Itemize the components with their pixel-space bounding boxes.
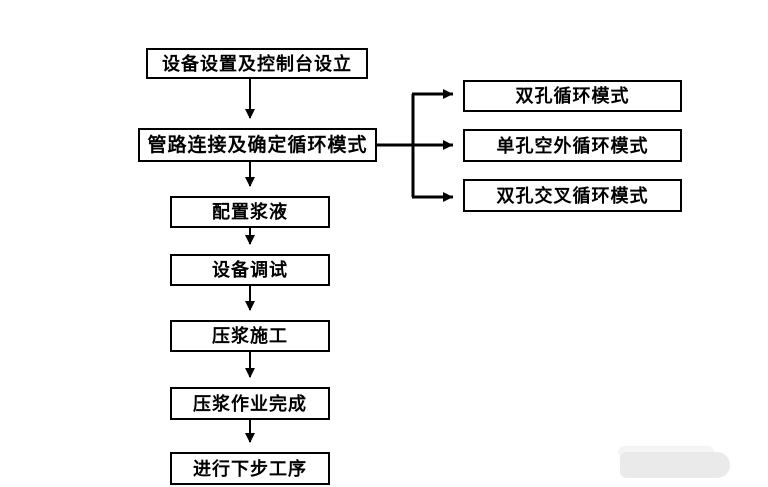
node-equipment-debug: 设备调试	[170, 254, 330, 286]
node-mode-double-hole-cross-label: 双孔交叉循环模式	[496, 185, 649, 206]
node-mode-single-hole-outside-label: 单孔空外循环模式	[496, 135, 649, 156]
node-grouting-work-label: 压浆施工	[212, 326, 288, 346]
node-pipe-connect-label: 管路连接及确定循环模式	[147, 134, 368, 156]
node-grouting-done: 压浆作业完成	[170, 387, 330, 420]
node-mode-double-hole: 双孔循环模式	[463, 80, 682, 112]
node-next-process: 进行下步工序	[170, 452, 330, 485]
node-slurry-mix-label: 配置浆液	[212, 202, 288, 222]
node-slurry-mix: 配置浆液	[170, 196, 330, 228]
node-mode-double-hole-cross: 双孔交叉循环模式	[463, 179, 682, 212]
edge-branch-trunk	[377, 94, 415, 197]
node-setup-label: 设备设置及控制台设立	[162, 53, 352, 74]
node-setup: 设备设置及控制台设立	[146, 48, 368, 79]
node-pipe-connect: 管路连接及确定循环模式	[138, 128, 377, 162]
node-next-process-label: 进行下步工序	[193, 458, 307, 479]
node-mode-single-hole-outside: 单孔空外循环模式	[463, 129, 682, 162]
node-mode-double-hole-label: 双孔循环模式	[515, 86, 630, 106]
watermark-shape	[620, 452, 730, 478]
node-grouting-work: 压浆施工	[170, 320, 330, 352]
node-equipment-debug-label: 设备调试	[212, 260, 288, 280]
node-grouting-done-label: 压浆作业完成	[193, 393, 307, 414]
